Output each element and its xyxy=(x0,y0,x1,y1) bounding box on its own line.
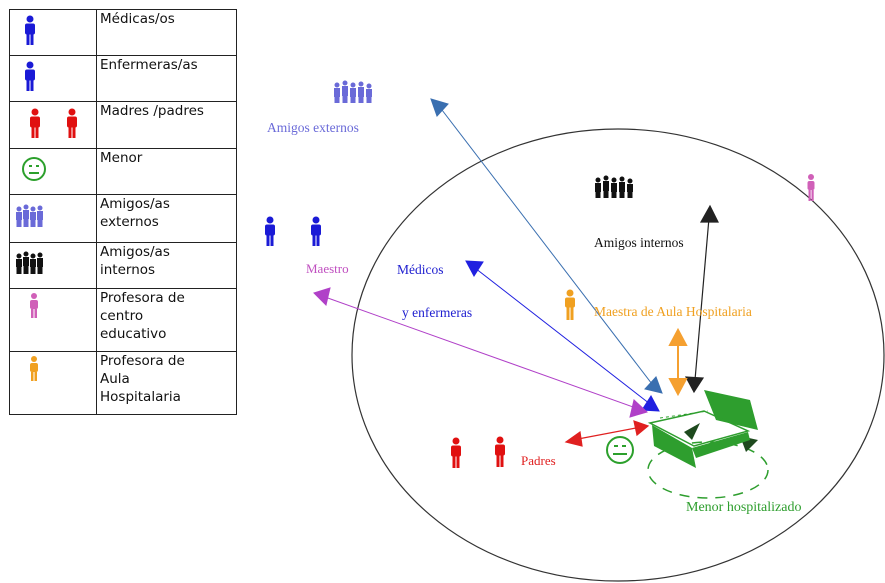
child-smiley-icon xyxy=(606,436,634,464)
legend-row: Enfermeras/as xyxy=(9,55,237,102)
external-friends-group-icon xyxy=(334,80,372,103)
legend-label-external-friends: Amigos/as externos xyxy=(96,194,237,243)
child-area-boundary xyxy=(647,441,769,499)
arrow-internal-friends xyxy=(684,204,719,394)
legend-icon-cell xyxy=(9,288,97,352)
legend-row: Profesora de centro educativo xyxy=(9,288,237,352)
legend-icon-cell xyxy=(9,55,97,102)
hospital-teacher-icon xyxy=(565,289,575,320)
group-icon xyxy=(16,251,43,274)
legend-row: Madres /padres xyxy=(9,101,237,149)
teacher-icon xyxy=(30,293,38,318)
label-amigos-externos: Amigos externos xyxy=(267,120,359,135)
legend-label-parents: Madres /padres xyxy=(96,101,237,149)
label-enfermeras: y enfermeras xyxy=(402,305,472,320)
legend-row: Médicas/os xyxy=(9,9,237,56)
label-medicos: Médicos xyxy=(397,262,444,277)
legend-label-hospital-teacher: Profesora de Aula Hospitalaria xyxy=(96,351,237,415)
legend-icon-cell xyxy=(9,351,97,415)
legend-icon-cell xyxy=(9,9,97,56)
parents-icon xyxy=(30,108,77,138)
label-amigos-internos: Amigos internos xyxy=(594,235,684,250)
label-maestro: Maestro xyxy=(306,261,349,276)
legend-table: Médicas/os Enfermeras/as Madres /padres … xyxy=(9,9,237,415)
group-icon xyxy=(16,204,43,227)
legend-label-internal-friends: Amigos/as internos xyxy=(96,242,237,289)
nurse-icon xyxy=(25,61,35,91)
teacher-icon xyxy=(30,356,38,381)
arrow-parents xyxy=(564,420,650,447)
legend-label-doctors: Médicas/os xyxy=(96,9,237,56)
label-menor-hospitalizado: Menor hospitalizado xyxy=(686,500,801,515)
arrow-external-friends xyxy=(430,98,663,394)
arrow-doctors xyxy=(465,260,660,412)
arrow-maestro xyxy=(313,287,648,418)
parents-icon xyxy=(451,436,505,468)
internal-friends-group-icon xyxy=(595,175,633,198)
arrow-hospital-teacher xyxy=(668,327,688,397)
school-teacher-icon xyxy=(807,174,815,201)
smiley-icon xyxy=(22,157,46,181)
doctor-icon xyxy=(25,15,35,45)
label-padres: Padres xyxy=(521,453,556,468)
legend-label-school-teacher: Profesora de centro educativo xyxy=(96,288,237,352)
legend-label-nurses: Enfermeras/as xyxy=(96,55,237,102)
doctors-icon xyxy=(265,216,321,246)
hospital-boundary xyxy=(351,128,885,582)
legend-row: Menor xyxy=(9,148,237,195)
legend-row: Amigos/as internos xyxy=(9,242,237,289)
hospital-bed-icon xyxy=(647,390,758,468)
legend-label-child: Menor xyxy=(96,148,237,195)
label-maestra-aula: Maestra de Aula Hospitalaria xyxy=(594,304,752,319)
legend-icon-cell xyxy=(9,101,97,149)
legend-row: Profesora de Aula Hospitalaria xyxy=(9,351,237,415)
legend-icon-cell xyxy=(9,242,97,289)
legend-row: Amigos/as externos xyxy=(9,194,237,243)
